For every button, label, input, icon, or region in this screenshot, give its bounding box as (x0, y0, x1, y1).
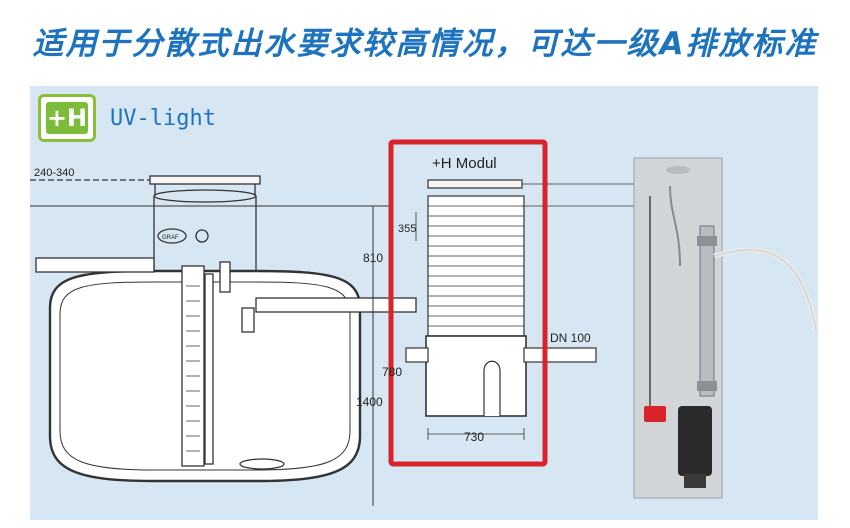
dimension-780: 780 (382, 365, 402, 379)
brand-mark: GRAF (162, 235, 179, 241)
pipe-dn100-label: DN 100 (550, 331, 591, 345)
module-title: +H Modul (432, 155, 497, 172)
tank-cross-section (30, 175, 417, 506)
plus-h-module-drawing (405, 179, 640, 440)
dimension-730: 730 (464, 430, 484, 444)
uv-unit-photo (633, 157, 818, 499)
dimension-810: 810 (363, 251, 383, 265)
plus-h-badge: +H (38, 94, 96, 142)
dimension-355: 355 (398, 223, 416, 235)
plus-h-badge-text: +H (46, 102, 88, 134)
headline: 适用于分散式出水要求较高情况，可达一级A排放标准 (32, 26, 818, 62)
illustration-panel: +H UV-light (30, 86, 818, 520)
technical-drawing: 240-340 GRAF 810 780 1400 +H Modul 355 7… (30, 139, 818, 506)
module-highlight-frame (388, 139, 548, 467)
top-range-dimension: 240-340 (34, 167, 74, 179)
dimension-1400: 1400 (356, 395, 383, 409)
uv-light-label: UV-light (110, 106, 216, 131)
